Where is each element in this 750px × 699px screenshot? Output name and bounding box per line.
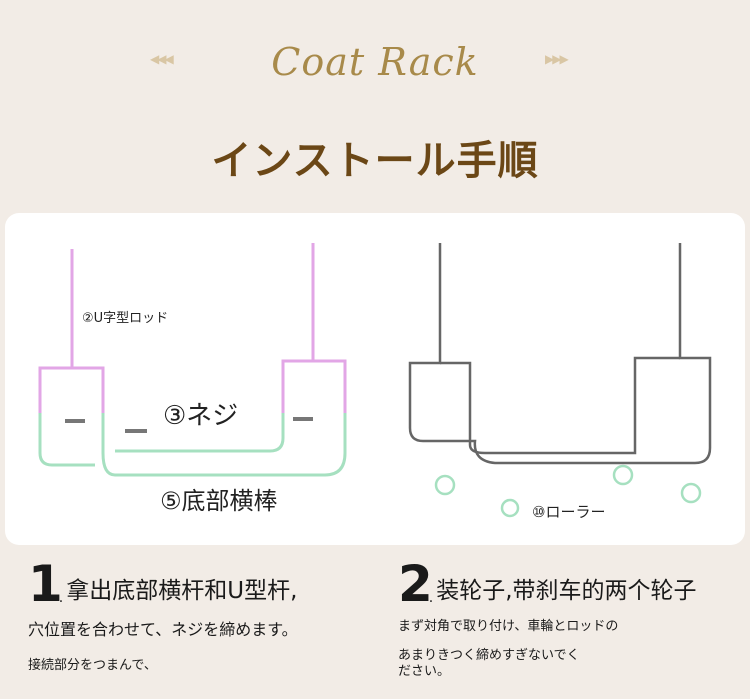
brand-logo: Coat Rack	[271, 40, 479, 84]
label-roller: ⑩ローラー	[532, 503, 606, 521]
step-title: 装轮子,带刹车的两个轮子	[436, 578, 697, 604]
arrow-right-icon: ▶▶▶	[545, 52, 569, 66]
bottom-bar	[38, 413, 347, 477]
page-title: インストール手順	[211, 138, 539, 184]
screws	[65, 417, 313, 433]
step-1-note: 接続部分をつまんで、	[28, 658, 157, 673]
caster-wheels	[434, 464, 702, 518]
label-u-rod: ②U字型ロッド	[82, 311, 169, 326]
step-number: 1	[28, 555, 63, 613]
step-2-note-cont: ださい。	[398, 664, 451, 679]
assembled-rack	[408, 243, 712, 465]
step-2-heading: 2. 装轮子,带刹车的两个轮子	[398, 555, 697, 613]
u-rod-left	[38, 249, 105, 413]
u-rod-right	[281, 243, 347, 413]
step-title: 拿出底部横杆和U型杆,	[66, 578, 298, 604]
step-1-heading: 1. 拿出底部横杆和U型杆,	[28, 555, 298, 613]
label-screw: ③ネジ	[163, 401, 239, 431]
arrow-left-icon: ◀◀◀	[150, 52, 174, 66]
step-2-text: まず対角で取り付け、車輪とロッドの	[398, 619, 619, 634]
step-2-note: あまりきつく締めすぎないでく	[398, 648, 580, 663]
diagram-card: ②U字型ロッド ③ネジ ⑤底部横棒 ⑩ローラー	[5, 213, 745, 545]
assembly-diagram	[38, 243, 712, 518]
step-1-text: 穴位置を合わせて、ネジを締めます。	[28, 620, 298, 639]
step-number: 2	[398, 555, 433, 613]
label-bottom-bar: ⑤底部横棒	[160, 487, 278, 515]
